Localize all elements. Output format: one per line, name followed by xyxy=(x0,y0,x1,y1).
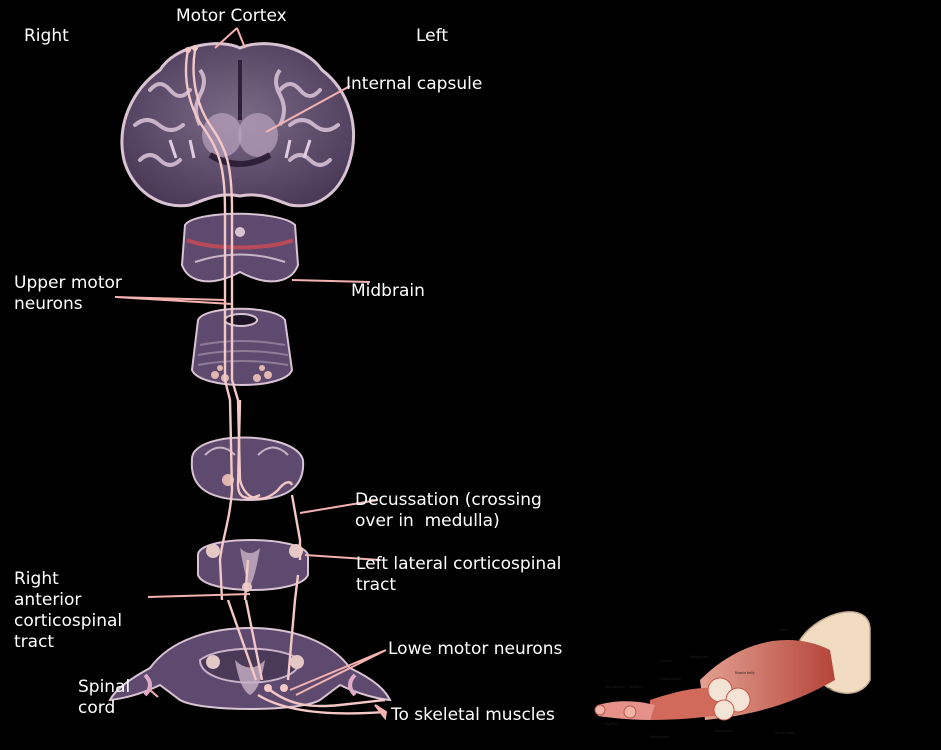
svg-text:Endomysium: Endomysium xyxy=(660,677,681,681)
label-internal-capsule: Internal capsule xyxy=(346,74,483,94)
svg-text:Bone: Bone xyxy=(780,628,788,632)
svg-text:Muscle fiber: Muscle fiber xyxy=(650,735,670,739)
skeletal-muscle-illustration: Bone Muscle belly Epimysium Endomysium M… xyxy=(594,611,871,739)
label-upper-motor-neurons: Upper motor neurons xyxy=(14,273,122,314)
label-left-lateral-corticospinal-tract: Left lateral corticospinal tract xyxy=(356,554,562,595)
svg-text:Myofibril: Myofibril xyxy=(628,685,642,689)
svg-text:Myofibril: Myofibril xyxy=(605,722,619,726)
label-right-anterior-corticospinal-tract: Right anterior corticospinal tract xyxy=(14,569,123,652)
svg-text:Muscle belly: Muscle belly xyxy=(735,671,755,675)
corticospinal-pathway xyxy=(184,49,386,715)
label-left: Left xyxy=(416,26,448,46)
label-right: Right xyxy=(24,26,69,46)
svg-text:Sarcolemma: Sarcolemma xyxy=(605,685,625,689)
label-lower-motor-neurons: Lowe motor neurons xyxy=(388,639,563,659)
pons-section xyxy=(190,307,294,386)
leader-lines xyxy=(114,27,388,721)
label-spinal-cord: Spinal cord xyxy=(78,677,131,718)
medulla-section xyxy=(190,436,305,502)
svg-text:Fascicle: Fascicle xyxy=(660,659,672,663)
svg-text:Epimysium: Epimysium xyxy=(690,655,708,659)
label-midbrain: Midbrain xyxy=(351,281,425,301)
svg-text:Perimysium: Perimysium xyxy=(715,729,734,733)
midbrain-section xyxy=(180,212,300,283)
cervical-spinal-section xyxy=(197,539,309,592)
svg-text:Tendon: Tendon xyxy=(819,687,831,691)
brain-coronal-section xyxy=(120,42,355,208)
label-to-skeletal-muscles: To skeletal muscles xyxy=(391,705,555,725)
svg-text:Blood vessel: Blood vessel xyxy=(775,731,795,735)
label-motor-cortex: Motor Cortex xyxy=(176,6,287,26)
label-decussation: Decussation (crossing over in medulla) xyxy=(355,490,542,531)
neuron-bodies xyxy=(185,45,288,692)
